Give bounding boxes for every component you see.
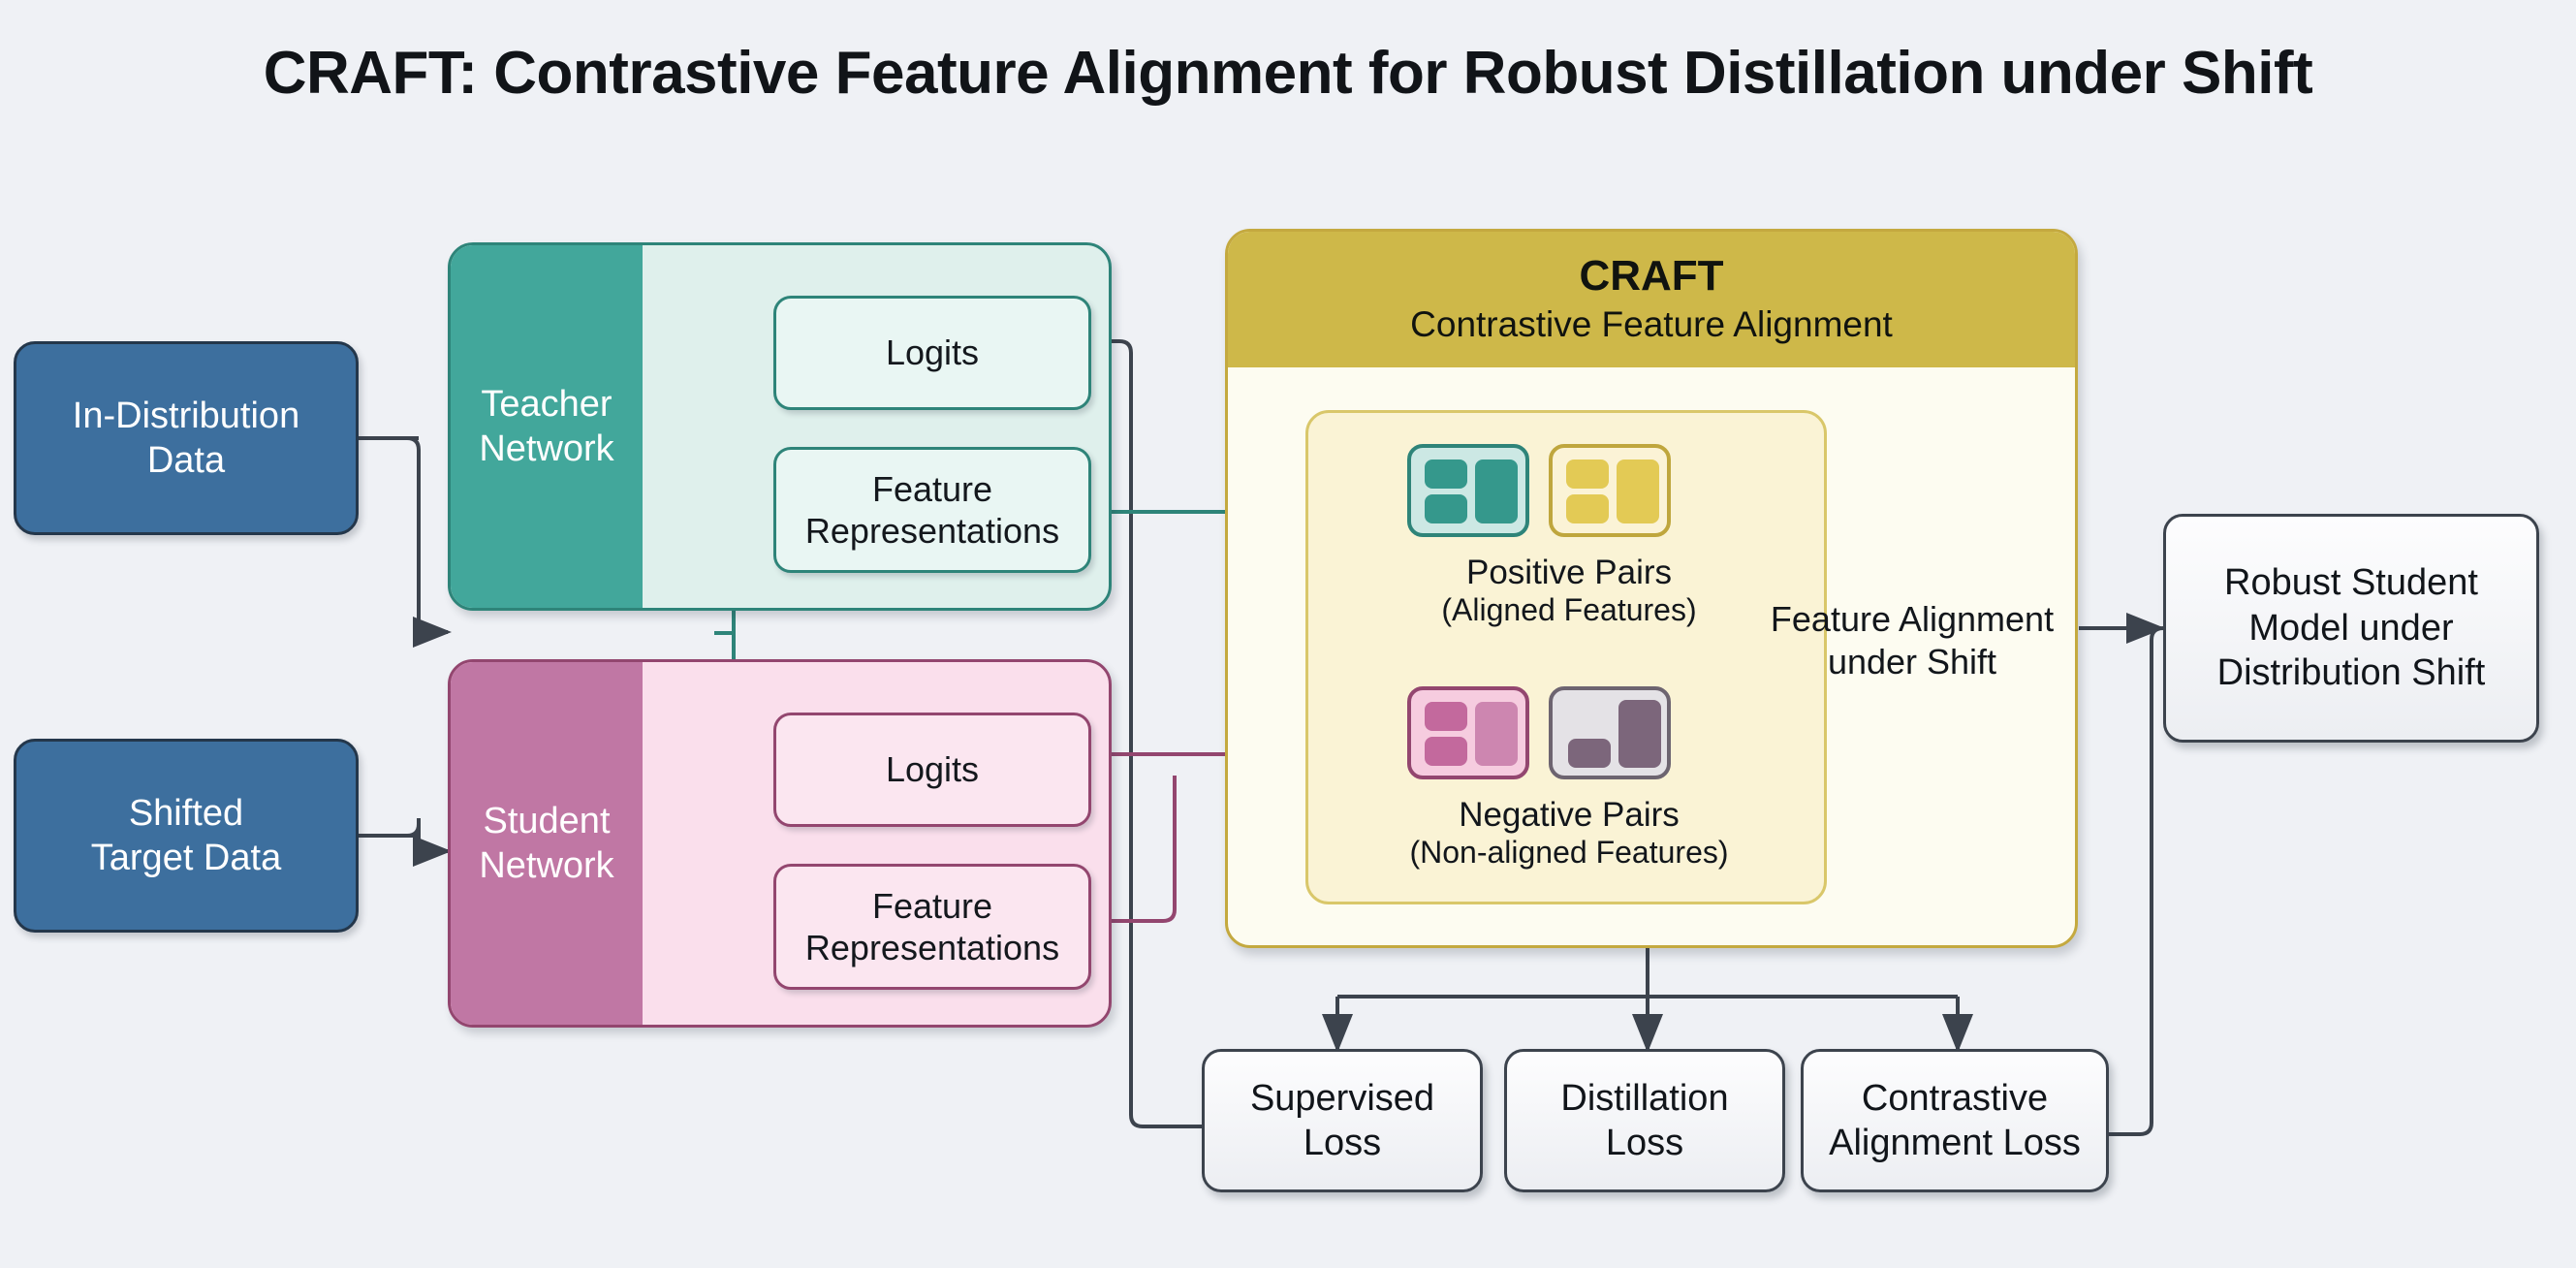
craft-title: CRAFT (1579, 251, 1724, 300)
teacher-logits-box[interactable]: Logits (773, 296, 1091, 410)
loss-box-supervised[interactable]: Supervised Loss (1202, 1049, 1483, 1192)
teacher-logits-label: Logits (885, 333, 980, 373)
input-label: Shifted Target Data (90, 792, 282, 878)
feature-block (1475, 460, 1518, 523)
teacher-network-block[interactable]: Teacher Network (451, 245, 643, 608)
student-feature-icon-aligned (1549, 444, 1671, 537)
loss-label: Supervised Loss (1249, 1077, 1435, 1163)
student-network-group: Student Network Logits Feature Represent… (448, 659, 1112, 1028)
positive-pairs-subtitle: (Aligned Features) (1441, 592, 1697, 628)
positive-pairs-caption: Positive Pairs (Aligned Features) (1308, 553, 1830, 629)
negative-pairs-title: Negative Pairs (1459, 796, 1680, 834)
student-features-label: Feature Representations (804, 885, 1060, 967)
mismatched-feature-icon (1549, 686, 1671, 779)
craft-panel: CRAFT Contrastive Feature Alignment Pos (1225, 229, 2078, 948)
teacher-network-label: Teacher Network (479, 383, 614, 469)
loss-label: Distillation Loss (1560, 1077, 1729, 1163)
input-label: In-Distribution Data (72, 395, 300, 481)
feature-alignment-text: Feature Alignment under Shift (1770, 599, 2055, 682)
craft-subtitle: Contrastive Feature Alignment (1410, 303, 1893, 344)
student-network-label: Student Network (479, 800, 614, 886)
feature-block (1425, 460, 1467, 489)
student-network-block[interactable]: Student Network (451, 662, 643, 1025)
loss-box-contrastive-alignment[interactable]: Contrastive Alignment Loss (1801, 1049, 2109, 1192)
negative-pairs-caption: Negative Pairs (Non-aligned Features) (1308, 795, 1830, 872)
teacher-features-label: Feature Representations (804, 468, 1060, 551)
negative-pairs-group[interactable]: Negative Pairs (Non-aligned Features) (1308, 677, 1830, 880)
student-logits-box[interactable]: Logits (773, 713, 1091, 827)
student-features-box[interactable]: Feature Representations (773, 864, 1091, 990)
feature-block (1568, 739, 1611, 768)
positive-pairs-title: Positive Pairs (1465, 554, 1673, 591)
input-box-in-distribution-data[interactable]: In-Distribution Data (14, 341, 359, 535)
contrastive-pairs-panel: Positive Pairs (Aligned Features) Negati… (1305, 410, 1827, 904)
student-feature-icon (1407, 686, 1529, 779)
feature-block (1566, 494, 1609, 523)
feature-block (1617, 460, 1659, 523)
teacher-feature-icon (1407, 444, 1529, 537)
teacher-network-group: Teacher Network Logits Feature Represent… (448, 242, 1112, 611)
feature-block (1566, 460, 1609, 489)
feature-block (1425, 702, 1467, 731)
page-title: CRAFT: Contrastive Feature Alignment for… (263, 40, 2313, 107)
feature-alignment-label: Feature Alignment under Shift (1757, 598, 2067, 683)
loss-box-distillation[interactable]: Distillation Loss (1504, 1049, 1785, 1192)
teacher-features-box[interactable]: Feature Representations (773, 447, 1091, 573)
feature-block (1425, 494, 1467, 523)
input-box-shifted-target-data[interactable]: Shifted Target Data (14, 739, 359, 933)
feature-block (1618, 700, 1661, 768)
craft-panel-header: CRAFT Contrastive Feature Alignment (1228, 232, 2075, 367)
negative-pairs-subtitle: (Non-aligned Features) (1409, 835, 1729, 871)
loss-label: Contrastive Alignment Loss (1829, 1077, 2081, 1163)
student-logits-label: Logits (885, 749, 980, 790)
feature-block (1475, 702, 1518, 766)
output-box-robust-student-model[interactable]: Robust Student Model under Distribution … (2163, 514, 2539, 743)
feature-block (1425, 737, 1467, 766)
positive-pairs-group[interactable]: Positive Pairs (Aligned Features) (1308, 434, 1830, 628)
output-label: Robust Student Model under Distribution … (2216, 562, 2486, 694)
